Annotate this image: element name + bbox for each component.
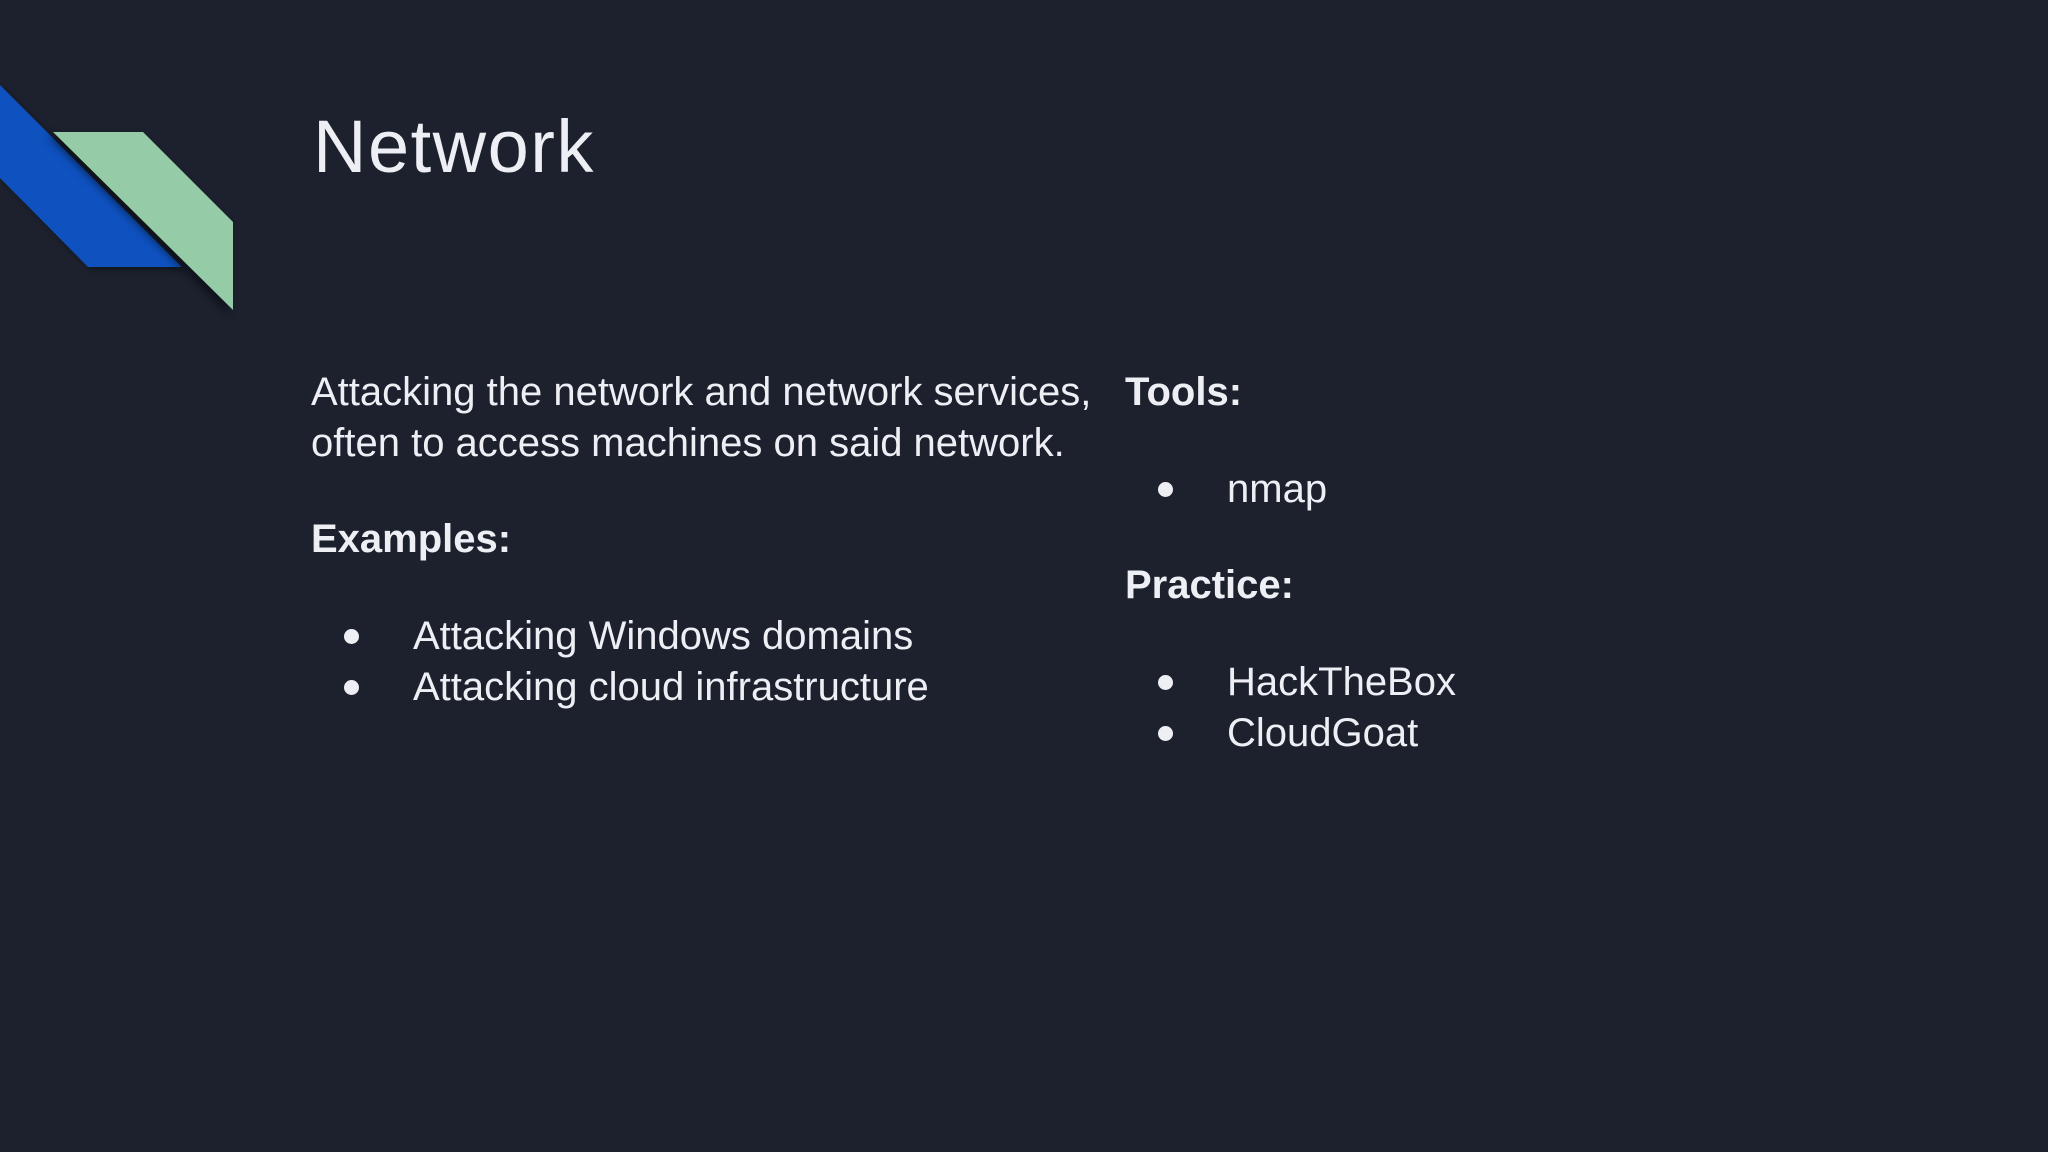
ribbon-green-shape xyxy=(53,132,233,310)
tools-heading: Tools: xyxy=(1125,370,1243,414)
list-item-label: HackTheBox xyxy=(1227,660,1456,704)
slide-title: Network xyxy=(313,105,595,188)
list-item: nmap xyxy=(1125,464,1915,515)
list-item: CloudGoat xyxy=(1125,708,1915,759)
left-column: Attacking the network and network servic… xyxy=(311,367,1101,713)
examples-heading: Examples: xyxy=(311,517,512,561)
list-item: Attacking cloud infrastructure xyxy=(311,662,1101,713)
intro-paragraph: Attacking the network and network servic… xyxy=(311,367,1101,469)
ribbon-green-wrap xyxy=(0,0,340,360)
examples-list: Attacking Windows domains Attacking clou… xyxy=(311,611,1101,713)
bullet-icon xyxy=(1158,675,1173,690)
practice-list: HackTheBox CloudGoat xyxy=(1125,657,1915,759)
list-item-label: Attacking Windows domains xyxy=(413,614,914,658)
list-item: Attacking Windows domains xyxy=(311,611,1101,662)
list-item-label: nmap xyxy=(1227,467,1328,511)
bullet-icon xyxy=(1158,482,1173,497)
intro-paragraph-line-1: Attacking the network and network servic… xyxy=(311,370,1092,414)
list-item: HackTheBox xyxy=(1125,657,1915,708)
right-column: Tools: nmap Practice: HackTheBox CloudGo… xyxy=(1125,367,1915,759)
tools-list: nmap xyxy=(1125,464,1915,515)
bullet-icon xyxy=(344,629,359,644)
list-item-label: CloudGoat xyxy=(1227,711,1419,755)
practice-heading: Practice: xyxy=(1125,563,1294,607)
bullet-icon xyxy=(344,680,359,695)
list-item-label: Attacking cloud infrastructure xyxy=(413,665,929,709)
bullet-icon xyxy=(1158,726,1173,741)
intro-paragraph-line-2: often to access machines on said network… xyxy=(311,421,1065,465)
decorative-ribbon xyxy=(0,0,340,360)
